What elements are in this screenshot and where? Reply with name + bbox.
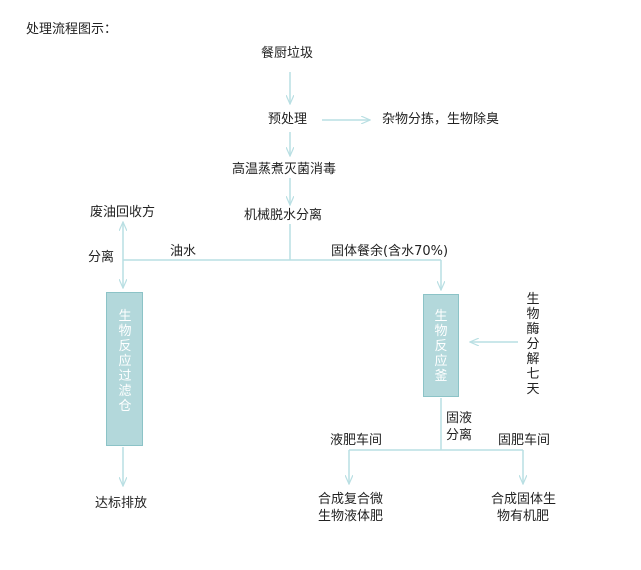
node-pretreatment: 预处理 (268, 112, 308, 127)
label-solid-liquid-1: 固液 (446, 411, 473, 426)
node-liquid-fert-line1: 合成复合微 (318, 492, 384, 507)
node-discharge: 达标排放 (95, 496, 148, 511)
diagram-title: 处理流程图示： (26, 22, 118, 37)
label-solid-residue: 固体餐余(含水70%) (331, 244, 449, 259)
box-reactor: 生物反应釜 (423, 294, 459, 397)
box-filter-tank: 生物反应过滤仓 (106, 292, 143, 446)
label-solid-workshop: 固肥车间 (498, 433, 551, 448)
node-solid-fert-line1: 合成固体生 (491, 492, 557, 507)
node-kitchen-waste: 餐厨垃圾 (261, 46, 314, 61)
label-enzyme: 生物酶分解七天 (526, 292, 540, 397)
node-waste-oil: 废油回收方 (90, 205, 156, 220)
label-solid-liquid-2: 分离 (446, 428, 473, 443)
label-oil-water: 油水 (170, 244, 197, 259)
reactor-label: 生物反应釜 (434, 309, 448, 384)
filter-tank-label: 生物反应过滤仓 (118, 309, 132, 414)
node-dewater: 机械脱水分离 (244, 208, 323, 223)
label-liquid-workshop: 液肥车间 (330, 433, 383, 448)
label-separate: 分离 (88, 250, 115, 265)
node-sterilize: 高温蒸煮灭菌消毒 (232, 162, 337, 177)
node-sorting: 杂物分拣，生物除臭 (382, 112, 500, 127)
node-solid-fert-line2: 物有机肥 (497, 509, 550, 524)
node-liquid-fert-line2: 生物液体肥 (318, 509, 384, 524)
